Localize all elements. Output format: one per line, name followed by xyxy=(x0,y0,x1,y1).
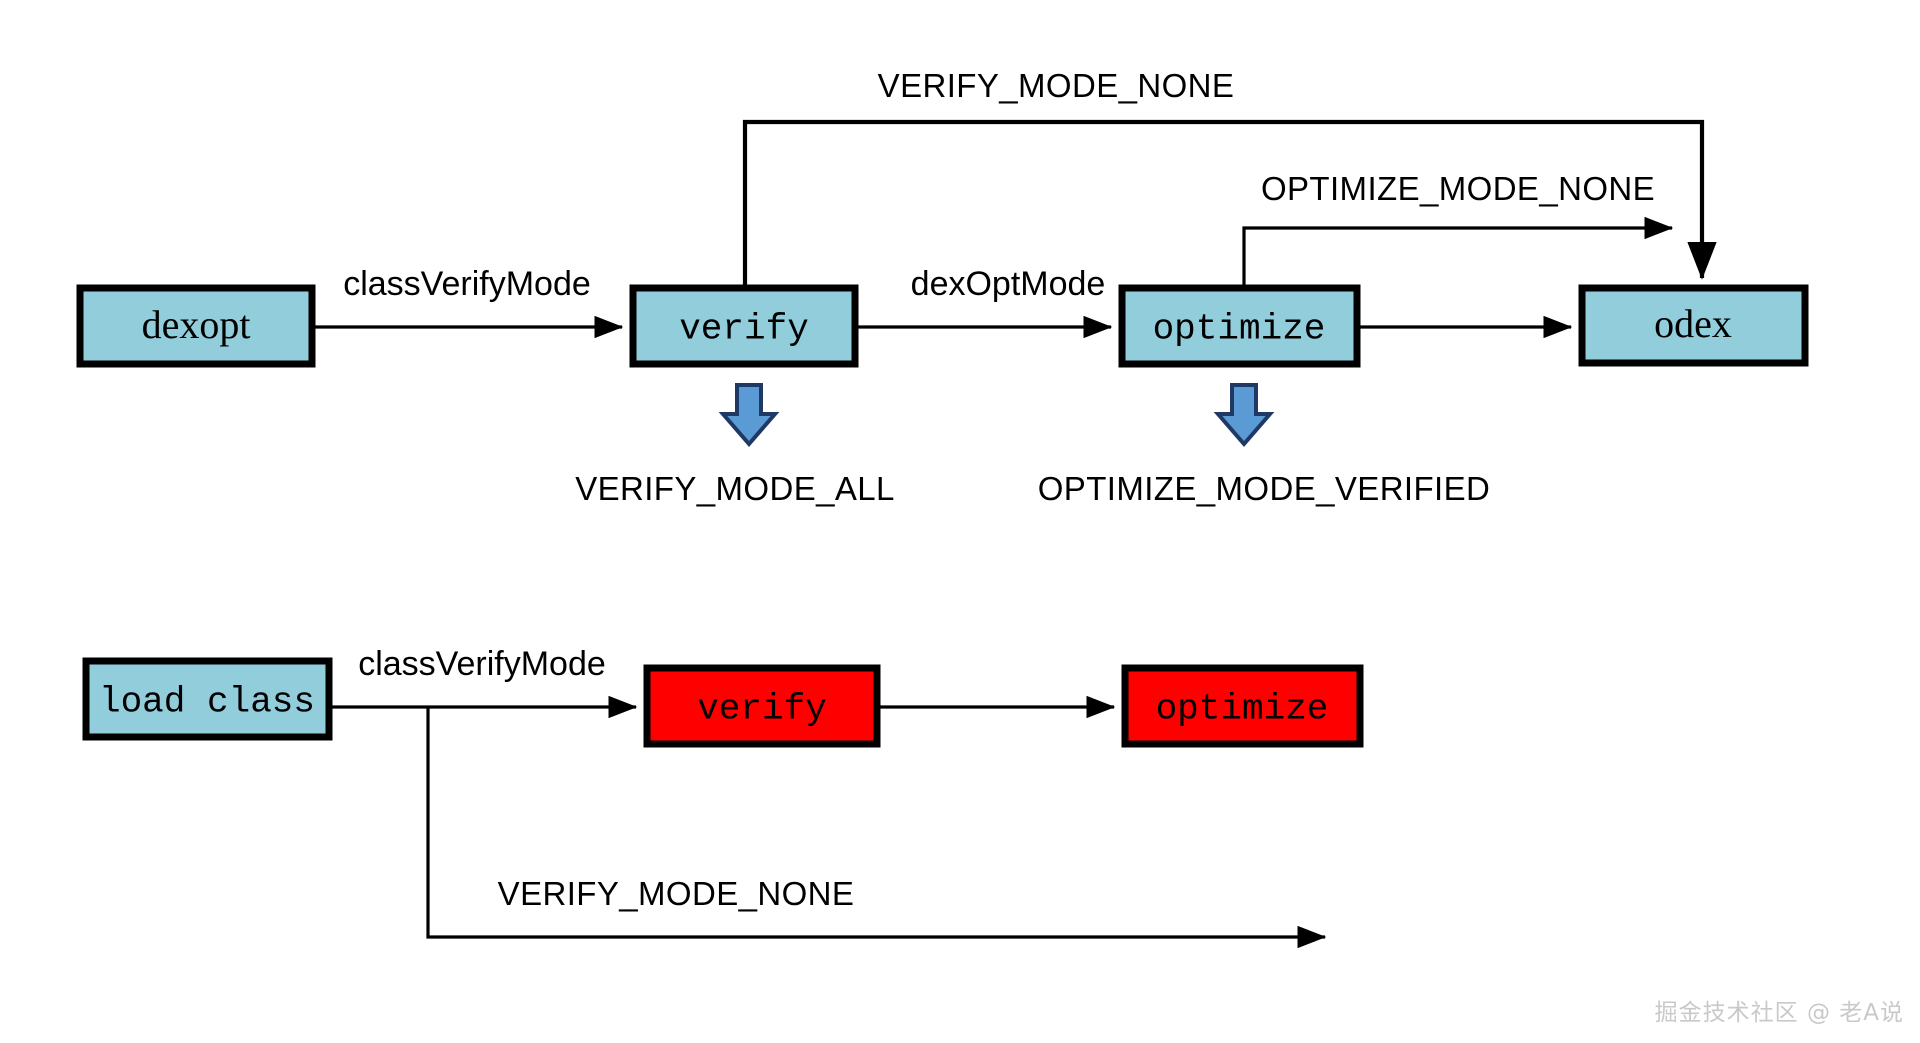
label-verify-mode-none-top: VERIFY_MODE_NONE xyxy=(878,67,1235,104)
label-verify-mode-all: VERIFY_MODE_ALL xyxy=(575,470,895,507)
label-class-verify-mode-top: classVerifyMode xyxy=(343,265,591,303)
edge-verify-to-odex-verify-mode-none xyxy=(742,119,1717,288)
node-verify-label: verify xyxy=(679,309,809,350)
verify-down-arrow-icon xyxy=(718,383,780,448)
label-class-verify-mode-bottom: classVerifyMode xyxy=(358,645,606,683)
node-load-class[interactable] xyxy=(82,657,333,741)
node-dexopt-label: dexopt xyxy=(142,302,251,347)
node-odex-label: odex xyxy=(1654,301,1732,346)
node-odex[interactable] xyxy=(1578,284,1809,367)
label-optimize-mode-verified: OPTIMIZE_MODE_VERIFIED xyxy=(1038,470,1491,507)
node-dexopt[interactable] xyxy=(76,284,316,368)
node-verify[interactable] xyxy=(629,284,859,368)
label-verify-mode-none-bottom: VERIFY_MODE_NONE xyxy=(498,875,855,912)
node-optimize-label: optimize xyxy=(1153,309,1326,350)
node-optimize-red-label: optimize xyxy=(1156,689,1329,730)
node-verify-red-label: verify xyxy=(697,689,827,730)
edge-loadclass-verify-mode-none-bypass xyxy=(426,707,1327,949)
node-verify-red[interactable] xyxy=(643,664,881,748)
optimize-down-arrow-icon xyxy=(1213,383,1275,448)
node-optimize-red[interactable] xyxy=(1121,664,1364,748)
node-optimize[interactable] xyxy=(1118,284,1361,368)
label-optimize-mode-none: OPTIMIZE_MODE_NONE xyxy=(1261,170,1655,207)
label-dex-opt-mode: dexOptMode xyxy=(911,265,1106,303)
edge-optimize-mode-none xyxy=(1242,216,1674,288)
node-load-class-label: load class xyxy=(99,682,315,723)
watermark: 掘金技术社区 @ 老A说 xyxy=(1654,1000,1904,1026)
